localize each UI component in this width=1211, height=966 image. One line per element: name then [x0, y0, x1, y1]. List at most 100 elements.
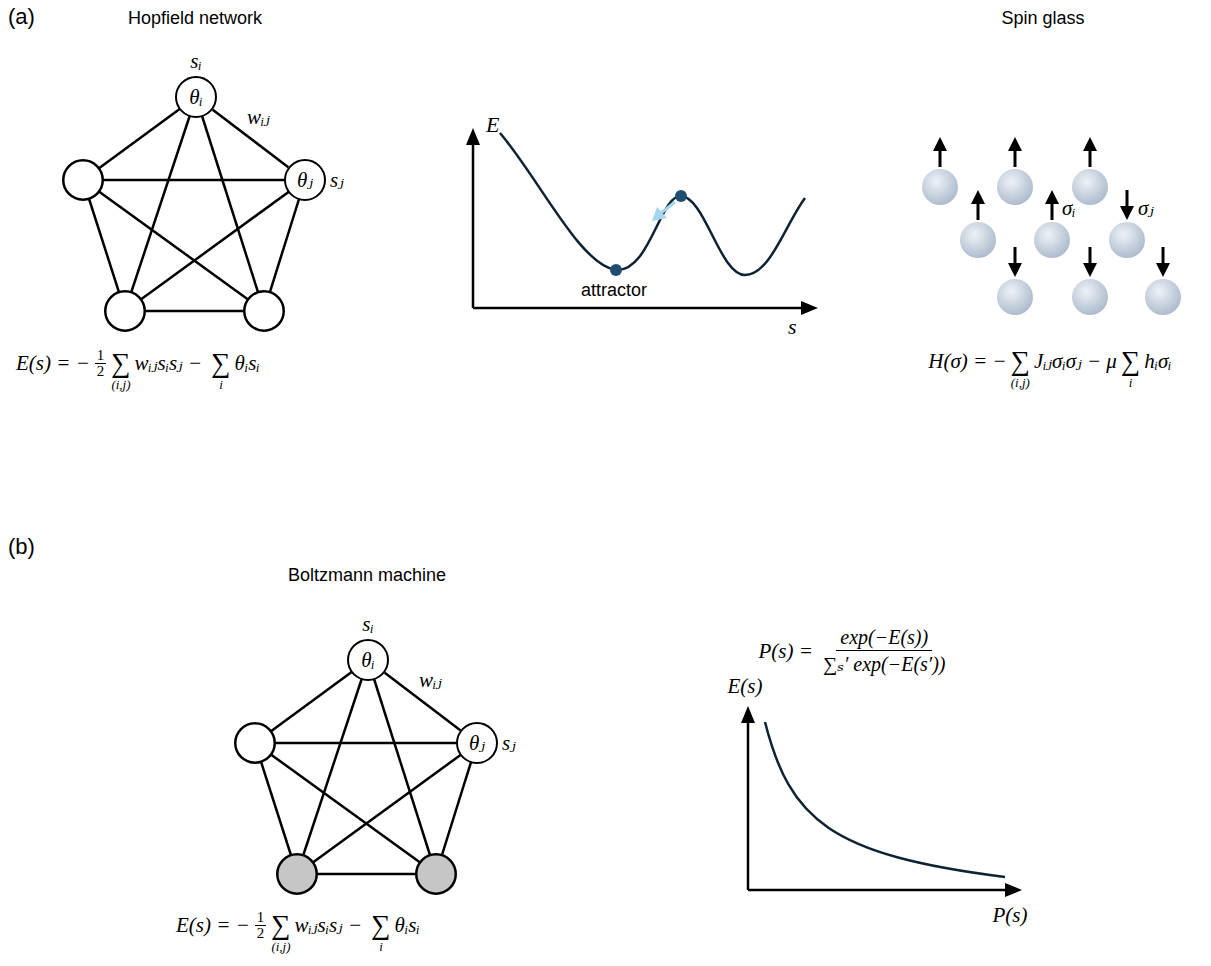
arrowhead: [1083, 263, 1097, 277]
axis-arrow: [466, 128, 480, 145]
energy-curve: [500, 133, 805, 275]
arrow-shaft: [977, 202, 980, 220]
sum-index: i: [219, 378, 223, 392]
equation-term: P(s) =: [756, 636, 814, 666]
equation-term: H(σ) = −: [926, 346, 1008, 376]
descent-arrowhead: [652, 207, 667, 221]
arrowhead: [1045, 190, 1059, 204]
visible-unit: [235, 723, 275, 763]
numerator: 1: [255, 910, 267, 926]
network-links: [83, 97, 305, 311]
spin: [1072, 169, 1108, 205]
axis-label: E(s): [728, 674, 763, 698]
descent-arrow: [661, 202, 675, 213]
panel-title: Spin glass: [1001, 8, 1084, 29]
link: [83, 179, 305, 182]
unit: [105, 291, 145, 331]
axis: [473, 307, 805, 310]
equation: E(s) = −12∑(i,j)wᵢⱼsᵢsⱼ − ∑iθᵢsᵢ: [14, 348, 262, 392]
unit-circle: θⱼsⱼ: [284, 159, 326, 201]
denominator: 2: [257, 926, 265, 941]
arrow-shaft: [1162, 247, 1165, 265]
unit-bias: θⱼ: [469, 733, 485, 754]
summation: ∑(i,j): [111, 348, 130, 392]
sum-index: i: [1129, 376, 1133, 390]
summation: ∑i: [371, 910, 390, 954]
unit-state: sᵢ: [190, 49, 202, 74]
arrowhead: [1120, 206, 1134, 220]
arrow-shaft: [1089, 247, 1092, 265]
equation: E(s) = −12∑(i,j)wᵢⱼsᵢsⱼ − ∑iθᵢsᵢ: [174, 910, 422, 954]
weight-label: wᵢⱼ: [245, 104, 272, 129]
unit: [63, 160, 103, 200]
arrowhead: [971, 190, 985, 204]
arrow-shaft: [1014, 149, 1017, 167]
unit-circle: θⱼsⱼ: [456, 722, 498, 764]
spin: [1072, 279, 1108, 315]
panel-title: Hopfield network: [128, 8, 262, 29]
spin: [960, 222, 996, 258]
spin: [922, 169, 958, 205]
sum-sign: ∑: [271, 910, 290, 940]
spin: [997, 279, 1033, 315]
arrowhead: [1156, 263, 1170, 277]
arrow-shaft: [1126, 190, 1129, 208]
unit-circle: sᵢθᵢ: [175, 76, 217, 118]
unit-state: sᵢ: [362, 612, 374, 637]
sum-index: (i,j): [111, 378, 130, 392]
panel-letter: (b): [8, 534, 35, 559]
unit-state: sⱼ: [330, 168, 344, 193]
probability-plot: [741, 706, 1022, 897]
numerator: 1: [95, 348, 107, 364]
equation-term: θᵢsᵢ: [233, 348, 262, 378]
weight-label: wᵢⱼ: [417, 667, 444, 692]
spin-arrowheads: [933, 137, 1170, 277]
axis-label: E: [486, 112, 499, 137]
spins: [922, 169, 1181, 315]
sum-sign: ∑: [111, 348, 130, 378]
summation: ∑(i,j): [271, 910, 290, 954]
equation-term: E(s) = −: [14, 348, 92, 378]
sum-sign: ∑: [1121, 346, 1140, 376]
link: [125, 97, 196, 311]
arrowhead: [1008, 263, 1022, 277]
spin: [1145, 279, 1181, 315]
equation-term: Jᵢⱼσᵢσⱼ − μ: [1032, 346, 1119, 376]
equation: H(σ) = −∑(i,j)Jᵢⱼσᵢσⱼ − μ∑ihᵢσᵢ: [926, 346, 1173, 390]
axis-arrow: [741, 706, 755, 723]
summation: ∑i: [211, 348, 230, 392]
spin-glass: [922, 137, 1181, 315]
unit-state: sⱼ: [502, 731, 516, 756]
arrowhead: [933, 137, 947, 151]
equation-term: E(s) = −: [174, 910, 252, 940]
sum-sign: ∑: [211, 348, 230, 378]
equation-term: wᵢⱼsᵢsⱼ −: [133, 348, 210, 378]
spin: [1034, 222, 1070, 258]
link: [125, 180, 305, 311]
spin: [997, 169, 1033, 205]
point-label: attractor: [581, 280, 647, 301]
sum-sign: ∑: [371, 910, 390, 940]
spin: [1109, 222, 1145, 258]
summation: ∑(i,j): [1011, 346, 1030, 390]
sum-index: (i,j): [1011, 376, 1030, 390]
unit-bias: θᵢ: [189, 87, 203, 108]
hidden-unit: [416, 854, 456, 894]
unit-bias: θᵢ: [361, 650, 375, 671]
axis-label: P(s): [993, 903, 1028, 927]
arrow-shaft: [1089, 149, 1092, 167]
denominator: 2: [97, 364, 105, 379]
unit-bias: θⱼ: [297, 170, 313, 191]
denominator: ∑ₛ′ exp(−E(s′)): [819, 651, 950, 677]
network-links: [255, 660, 477, 874]
hopfield-units: [63, 160, 284, 331]
hidden-unit: [277, 854, 317, 894]
arrow-shaft: [939, 149, 942, 167]
panel-letter: (a): [8, 4, 35, 29]
spin-label: σᵢ: [1062, 196, 1076, 220]
numerator: exp(−E(s)): [836, 624, 932, 651]
panel-title: Boltzmann machine: [288, 565, 446, 586]
axis-arrow: [1005, 883, 1022, 897]
